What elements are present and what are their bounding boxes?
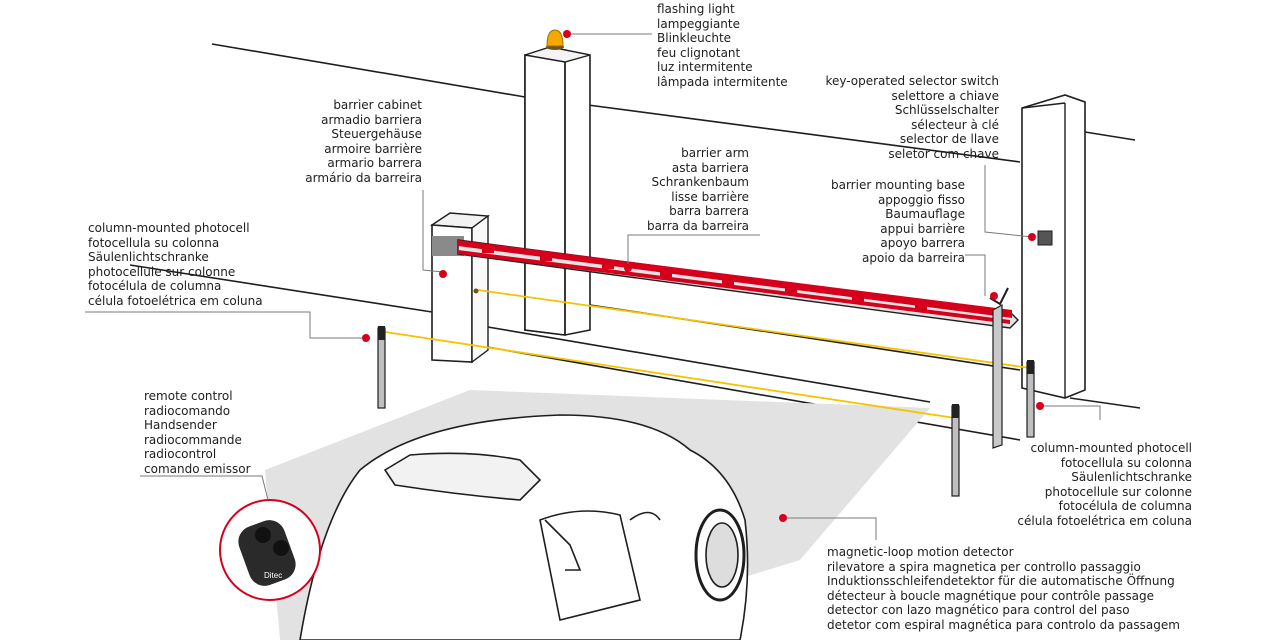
key-selector-icon: [1037, 230, 1053, 246]
leader-lines: [85, 33, 1101, 540]
flashing-light-icon: [546, 29, 564, 50]
right-column: [1021, 94, 1086, 399]
car-illustration: [299, 414, 749, 640]
markers: [362, 30, 1044, 522]
barrier-mounting-base: [989, 287, 1009, 449]
photocell-beams: [384, 289, 1031, 419]
barrier-arm: [457, 239, 1019, 329]
flashing-light-column: [524, 46, 591, 336]
remote-logo: Ditec: [264, 571, 282, 580]
remote-control-icon: Ditec: [219, 499, 321, 601]
